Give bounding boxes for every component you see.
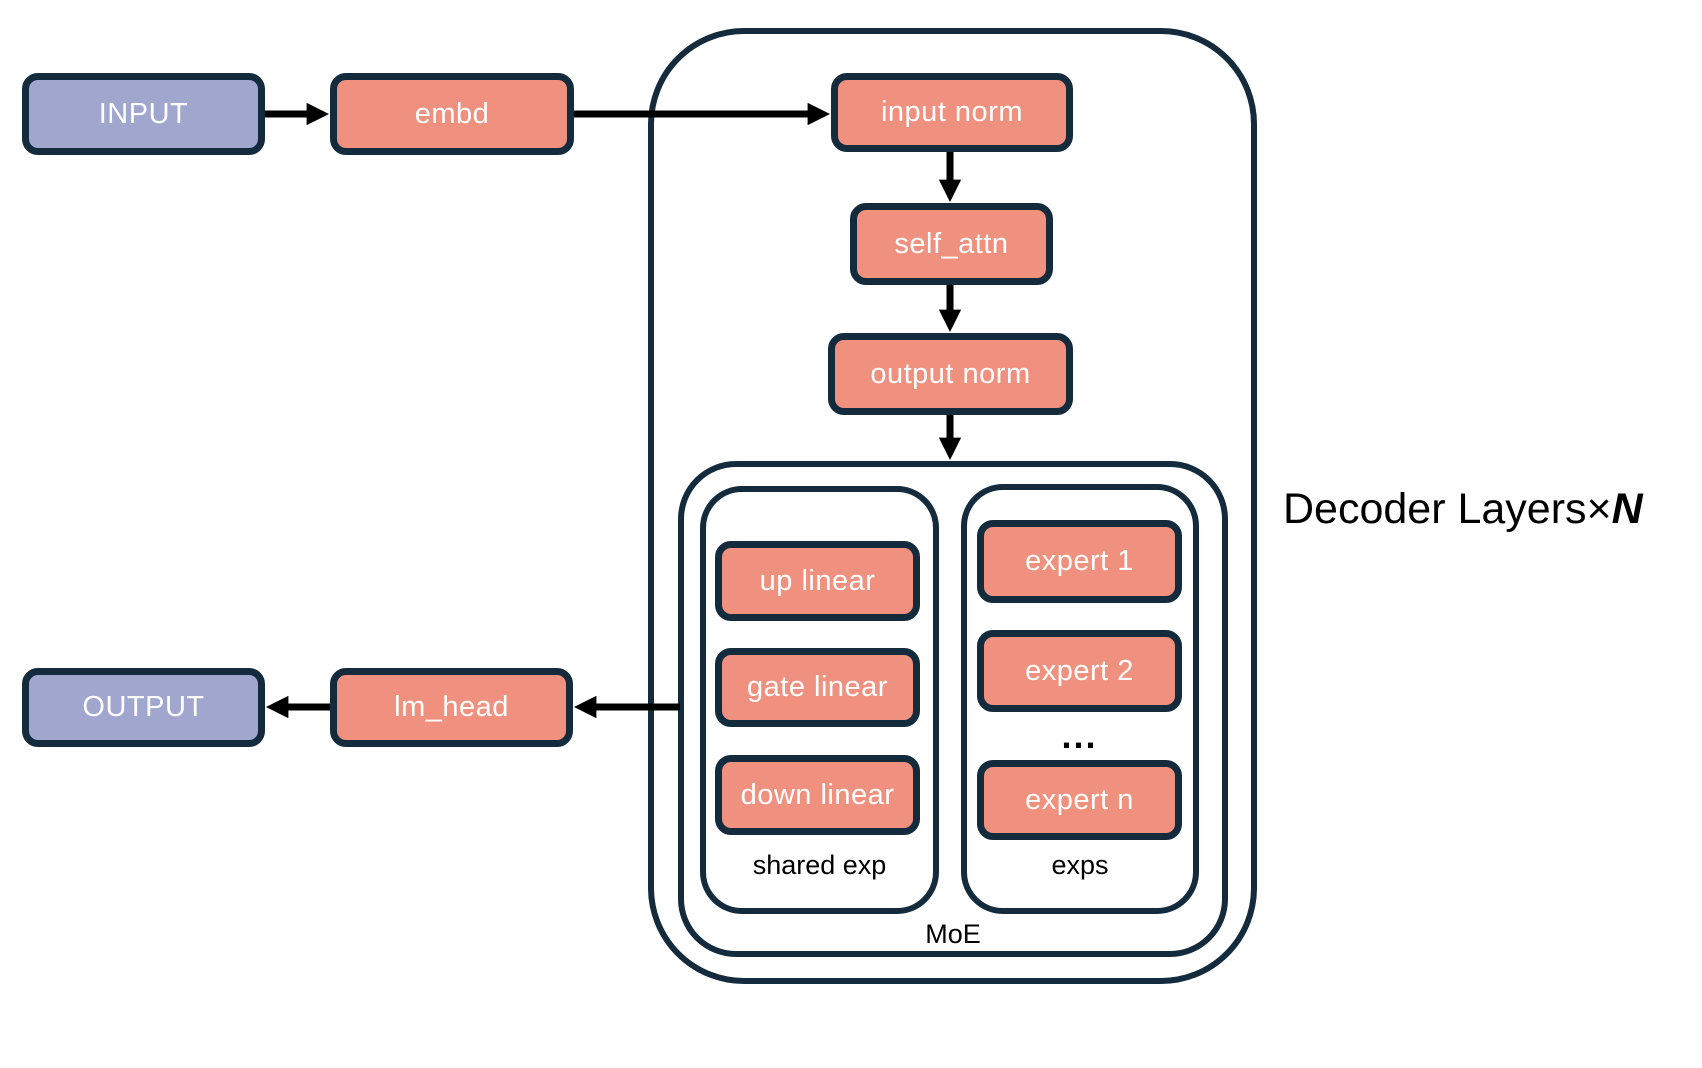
gate-linear-node: gate linear <box>715 648 920 727</box>
shared-exp-label: shared exp <box>752 850 887 880</box>
decoder-layers-label: Decoder Layers×N <box>1283 485 1643 534</box>
expert-1-node-label: expert 1 <box>1025 545 1134 577</box>
lm-head-node: lm_head <box>330 668 573 747</box>
gate-linear-node-label: gate linear <box>747 671 888 703</box>
up-linear-node-label: up linear <box>759 564 876 597</box>
moe-label: MoE <box>925 919 981 949</box>
input-node: INPUT <box>22 73 265 155</box>
input-node-label: INPUT <box>98 97 189 130</box>
input-norm-node: input norm <box>831 73 1073 152</box>
embd-node: embd <box>330 73 574 155</box>
output-node: OUTPUT <box>22 668 265 747</box>
multiplication-sign: × <box>1586 485 1612 533</box>
lm-head-node-label: lm_head <box>394 691 509 723</box>
experts-ellipsis: ... <box>1061 715 1098 756</box>
down-linear-node: down linear <box>715 755 920 835</box>
output-norm-node: output norm <box>828 333 1073 415</box>
input-norm-node-label: input norm <box>880 96 1023 128</box>
output-node-label: OUTPUT <box>82 691 205 723</box>
up-linear-node: up linear <box>715 541 920 621</box>
self-attn-node-label: self_attn <box>894 227 1009 260</box>
exps-label: exps <box>1051 850 1109 880</box>
decoder-layers-text: Decoder Layers <box>1283 485 1587 533</box>
output-norm-node-label: output norm <box>870 357 1031 390</box>
expert-2-node-label: expert 2 <box>1025 654 1134 687</box>
expert-n-node-label: expert n <box>1025 783 1134 816</box>
expert-2-node: expert 2 <box>977 630 1182 712</box>
decoder-layers-count: N <box>1611 485 1643 533</box>
down-linear-node-label: down linear <box>740 778 895 811</box>
expert-1-node: expert 1 <box>977 520 1182 603</box>
self-attn-node: self_attn <box>850 203 1053 285</box>
embd-node-label: embd <box>414 97 490 130</box>
expert-n-node: expert n <box>977 760 1182 840</box>
